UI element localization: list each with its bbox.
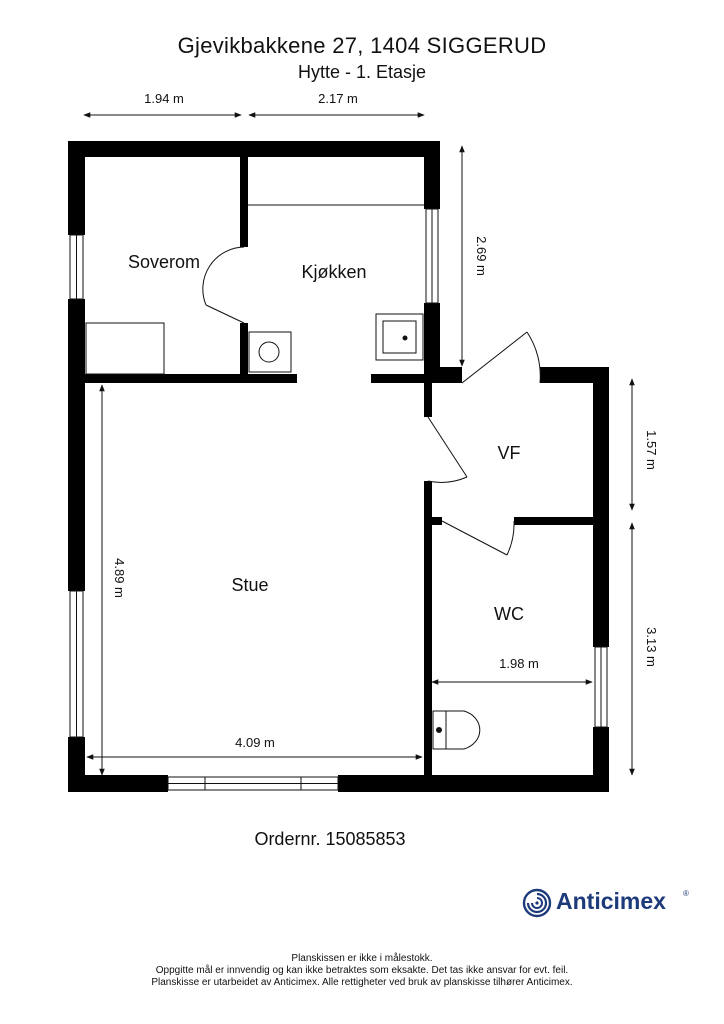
door-vf [427, 416, 468, 483]
footer-line-3: Planskisse er utarbeidet av Anticimex. A… [151, 977, 573, 988]
footer-line-1: Planskissen er ikke i målestokk. [291, 953, 433, 964]
room-label-vf: VF [497, 443, 520, 463]
interior-walls [85, 157, 593, 776]
dim-stue-height: 4.89 m [112, 558, 127, 598]
kitchen-sink [375, 313, 424, 361]
dim-right-middle: 1.57 m [644, 430, 659, 470]
room-label-stue: Stue [231, 575, 268, 595]
dim-top-left: 1.94 m [144, 91, 184, 106]
bed-outline [85, 322, 165, 375]
room-label-kjokken: Kjøkken [301, 262, 366, 282]
brand-name: Anticimex [556, 888, 666, 914]
fixtures [85, 204, 481, 750]
dim-stue-width: 4.09 m [235, 735, 275, 750]
exterior-walls [68, 141, 609, 792]
dim-top-right: 2.17 m [318, 91, 358, 106]
windows [69, 208, 608, 791]
anticimex-logo: Anticimex ® [522, 886, 702, 922]
dim-right-lower: 3.13 m [644, 627, 659, 667]
door-soverom [202, 246, 245, 324]
dim-right-upper: 2.69 m [474, 236, 489, 276]
washing-machine [248, 331, 292, 373]
registered-mark: ® [683, 889, 689, 898]
footer-line-2: Oppgitte mål er innvendig og kan ikke be… [155, 965, 569, 976]
room-label-soverom: Soverom [128, 252, 200, 272]
plan-address: Gjevikbakkene 27, 1404 SIGGERUD [177, 33, 547, 58]
door-wc [441, 520, 515, 556]
door-entrance [461, 331, 541, 384]
room-label-wc: WC [494, 604, 524, 624]
anticimex-logo-icon [522, 888, 552, 918]
dim-wc-width: 1.98 m [499, 656, 539, 671]
plan-subtitle: Hytte - 1. Etasje [297, 62, 427, 82]
doors [202, 246, 541, 556]
dimension-lines [83, 112, 635, 776]
toilet [432, 710, 481, 750]
order-number: Ordernr. 15085853 [254, 829, 406, 849]
